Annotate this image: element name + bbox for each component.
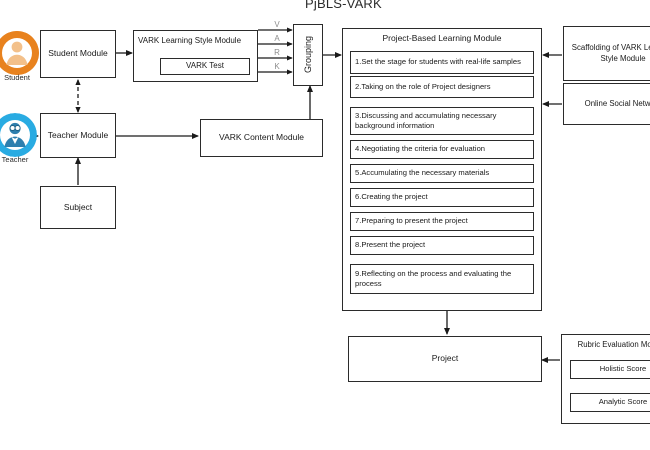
- pbl-header: Project-Based Learning Module: [382, 33, 502, 43]
- pbl-step-7[interactable]: 7.Preparing to present the project: [350, 212, 534, 231]
- scaffolding-box[interactable]: Scaffolding of VARK Learning Style Modul…: [563, 26, 650, 81]
- pbl-step-6[interactable]: 6.Creating the project: [350, 188, 534, 207]
- vark-letter-a: A: [274, 34, 280, 43]
- teacher-avatar-icon: [0, 113, 37, 157]
- pbl-step-4[interactable]: 4.Negotiating the criteria for evaluatio…: [350, 140, 534, 159]
- online-social-network-box[interactable]: Online Social Network: [563, 83, 650, 125]
- rubric-header: Rubric Evaluation Module: [577, 340, 650, 349]
- pbl-step-2[interactable]: 2.Taking on the role of Project designer…: [350, 76, 534, 98]
- student-avatar-label: Student: [4, 73, 30, 82]
- pbl-step-1[interactable]: 1.Set the stage for students with real-l…: [350, 51, 534, 74]
- holistic-score-box[interactable]: Holistic Score: [570, 360, 650, 379]
- pbl-step-5[interactable]: 5.Accumulating the necessary materials: [350, 164, 534, 183]
- vark-letter-k: K: [274, 62, 280, 71]
- vark-learning-style-module-label: VARK Learning Style Module: [138, 36, 242, 45]
- grouping-label: Grouping: [302, 36, 313, 74]
- vark-letter-v: V: [274, 20, 280, 29]
- vark-content-module-box[interactable]: VARK Content Module: [200, 119, 323, 157]
- pbl-step-9[interactable]: 9.Reflecting on the process and evaluati…: [350, 264, 534, 294]
- vark-test-box[interactable]: VARK Test: [160, 58, 250, 75]
- analytic-score-box[interactable]: Analytic Score: [570, 393, 650, 412]
- pbl-step-8[interactable]: 8.Present the project: [350, 236, 534, 255]
- grouping-box[interactable]: Grouping: [293, 24, 323, 86]
- diagram-title: PjBLS-VARK: [305, 0, 382, 11]
- student-module-box[interactable]: Student Module: [40, 30, 116, 78]
- teacher-module-box[interactable]: Teacher Module: [40, 113, 116, 158]
- pbl-step-3[interactable]: 3.Discussing and accumulating necessary …: [350, 107, 534, 135]
- student-avatar-icon: [0, 31, 39, 75]
- teacher-avatar-label: Teacher: [1, 155, 29, 164]
- project-box[interactable]: Project: [348, 336, 542, 382]
- vark-letter-r: R: [274, 48, 280, 57]
- subject-box[interactable]: Subject: [40, 186, 116, 229]
